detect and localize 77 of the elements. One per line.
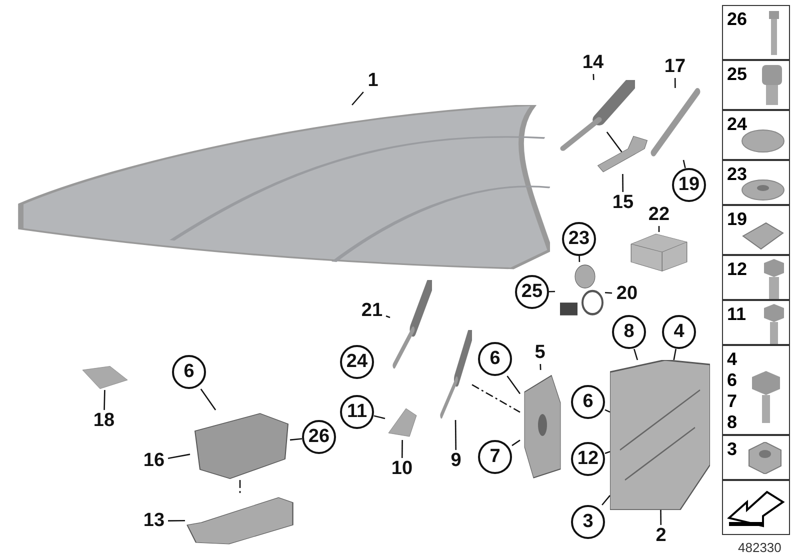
- hinge-drawing: [610, 360, 710, 510]
- callout-number: 13: [140, 510, 168, 532]
- leader-line: [622, 174, 624, 192]
- part-number: 26: [727, 9, 748, 29]
- callout-number: 14: [578, 52, 608, 74]
- part-number: 7: [727, 391, 738, 411]
- bracket-drawing: [185, 495, 295, 545]
- leader-line: [472, 384, 520, 413]
- leader-line: [673, 348, 676, 360]
- leader-line: [200, 388, 216, 410]
- callout-number: 17: [660, 56, 690, 78]
- leader-line: [674, 78, 676, 88]
- leader-line: [512, 440, 520, 446]
- part-number: 24: [727, 114, 748, 134]
- leader-line: [401, 440, 403, 458]
- callout-number: 4: [662, 315, 696, 349]
- callout-number: 9: [446, 450, 466, 472]
- leader-line: [168, 454, 190, 460]
- leader-line: [104, 390, 106, 410]
- box-drawing: [628, 232, 690, 272]
- leader-line: [386, 315, 390, 318]
- leader-line: [604, 409, 610, 413]
- leader-line: [239, 480, 241, 495]
- callout-number: 11: [340, 395, 374, 429]
- part-number: 19: [727, 209, 748, 229]
- callout-number: 6: [571, 385, 605, 419]
- callout-number: 2: [650, 525, 672, 547]
- leader-line: [374, 415, 386, 420]
- callout-number: 21: [358, 300, 386, 322]
- leader-line: [604, 292, 612, 294]
- leader-line: [604, 451, 610, 454]
- callout-number: 16: [140, 450, 168, 472]
- leader-line: [352, 92, 364, 106]
- leader-line: [682, 160, 686, 168]
- figure-number: 482330: [738, 540, 782, 555]
- part-number: 11: [727, 304, 746, 324]
- gas-strut-drawing: [438, 330, 472, 420]
- part-number: 8: [727, 412, 738, 432]
- leader-line: [454, 420, 457, 450]
- leader-line: [602, 495, 610, 506]
- callout-number: 25: [515, 275, 549, 309]
- gas-strut-drawing: [390, 280, 432, 370]
- callout-number: 20: [612, 283, 642, 305]
- callout-number: 8: [612, 315, 646, 349]
- callout-number: 7: [478, 440, 512, 474]
- callout-number: 10: [388, 458, 416, 480]
- leader-line: [290, 438, 302, 441]
- callout-number: 5: [530, 342, 550, 364]
- callout-number: 15: [608, 192, 638, 214]
- callout-number: 26: [302, 420, 336, 454]
- callout-number: 18: [90, 410, 118, 432]
- callout-number: 1: [362, 70, 384, 92]
- callout-number: 6: [172, 355, 206, 389]
- part-number: 23: [727, 164, 748, 184]
- callout-number: 19: [672, 168, 706, 202]
- leader-line: [168, 520, 185, 522]
- part-number: 3: [727, 439, 738, 459]
- leader-line: [592, 74, 594, 80]
- leader-line: [506, 376, 521, 394]
- callout-number: 22: [644, 204, 674, 226]
- leader-line: [540, 364, 542, 370]
- part-number: 12: [727, 259, 748, 279]
- leader-line: [658, 226, 660, 232]
- callout-number: 12: [571, 442, 605, 476]
- callout-number: 23: [562, 222, 596, 256]
- part-number: 25: [727, 64, 748, 84]
- callout-number: 3: [571, 505, 605, 539]
- part-number: 4: [727, 349, 738, 369]
- leader-line: [548, 290, 556, 292]
- leader-line: [634, 348, 638, 360]
- callout-number: 6: [478, 342, 512, 376]
- part-number: 6: [727, 370, 738, 390]
- leader-line: [606, 132, 622, 152]
- leader-line: [578, 256, 580, 262]
- strip-drawing: [80, 365, 130, 390]
- callout-number: 24: [340, 345, 374, 379]
- leader-line: [660, 510, 662, 525]
